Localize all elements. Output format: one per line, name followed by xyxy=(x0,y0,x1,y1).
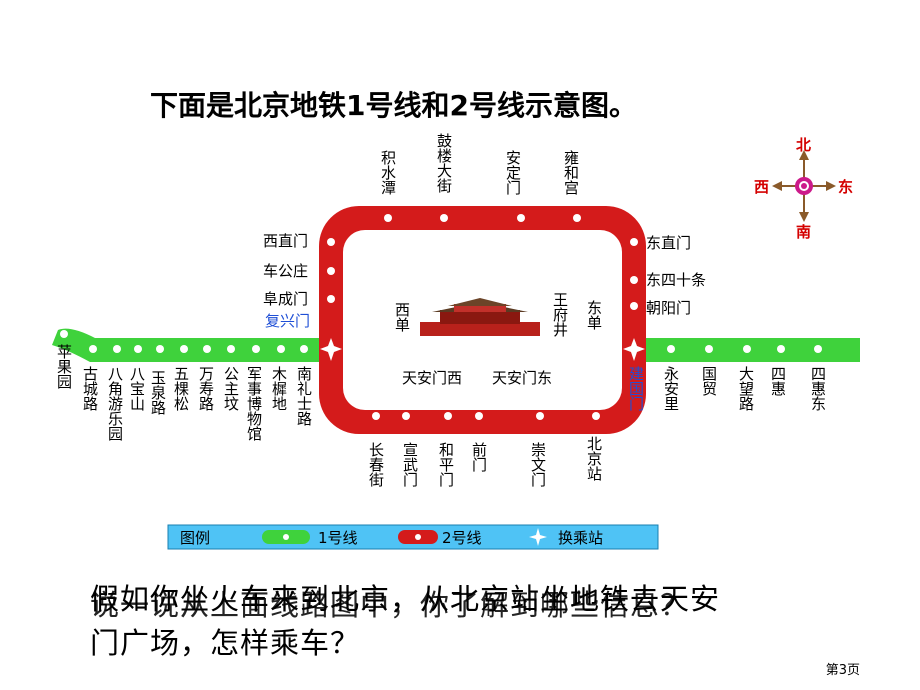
station-label: 五棵松 xyxy=(172,366,190,411)
station-label: 阜成门 xyxy=(263,290,308,308)
page-number: 第3页 xyxy=(825,663,860,678)
station-label: 和平门 xyxy=(437,442,455,488)
svg-text:南: 南 xyxy=(796,223,811,241)
station-label: 复兴门 xyxy=(265,312,310,330)
station-label: 建国门 xyxy=(627,366,645,412)
legend: 图例 1号线 2号线 换乘站 xyxy=(167,524,659,550)
page-title: 下面是北京地铁1号线和2号线示意图。 xyxy=(150,89,637,122)
station-label: 前门 xyxy=(470,442,488,473)
station-label: 崇文门 xyxy=(529,442,547,488)
station-label: 东四十条 xyxy=(646,271,706,289)
legend-title: 图例 xyxy=(180,529,210,547)
transfer-star-icon xyxy=(529,528,547,546)
station-label: 王府井 xyxy=(551,292,569,338)
station-label: 车公庄 xyxy=(263,262,308,280)
station-label: 四惠东 xyxy=(809,366,827,411)
station-label: 长春街 xyxy=(367,442,385,487)
station-label: 天安门东 xyxy=(492,369,552,387)
station-label: 军事博物馆 xyxy=(245,366,263,441)
station-label: 万寿路 xyxy=(197,366,215,411)
station-label: 玉泉路 xyxy=(149,370,167,415)
question-2: 说一说从上面线路图中，你了解到哪些信息？ xyxy=(90,588,691,622)
station-label: 西直门 xyxy=(263,232,308,250)
legend-transfer: 换乘站 xyxy=(558,529,603,547)
station-label: 西单 xyxy=(393,302,411,332)
station-label: 苹果园 xyxy=(55,344,73,389)
station-label: 八宝山 xyxy=(128,366,146,411)
legend-line1: 1号线 xyxy=(318,529,358,547)
station-label: 东直门 xyxy=(646,234,691,252)
svg-text:北: 北 xyxy=(796,136,811,154)
station-label: 宣武门 xyxy=(401,442,419,488)
transfer-star-icon xyxy=(320,338,645,361)
station-label: 天安门西 xyxy=(402,369,462,387)
station-label: 东单 xyxy=(585,300,603,330)
station-label: 南礼士路 xyxy=(295,366,313,426)
tiananmen-image xyxy=(420,298,540,336)
station-label: 北京站 xyxy=(585,436,603,481)
legend-line2: 2号线 xyxy=(442,529,482,547)
station-label: 木樨地 xyxy=(270,366,288,411)
compass-icon: 北 南 西 东 xyxy=(754,136,853,241)
station-label: 大望路 xyxy=(737,366,755,411)
station-label: 四惠 xyxy=(769,366,787,396)
station-label: 国贸 xyxy=(700,366,718,396)
station-label: 古城路 xyxy=(81,366,99,411)
station-label: 八角游乐园 xyxy=(106,366,124,441)
station-label: 雍和宫 xyxy=(562,150,580,195)
station-label: 永安里 xyxy=(662,366,680,411)
question-1-cont: 门广场，怎样乘车？ xyxy=(90,626,361,660)
station-label: 鼓楼大街 xyxy=(435,133,453,193)
svg-text:东: 东 xyxy=(838,178,853,196)
question-1: 假如你坐火车来到北京，从北京站坐地铁去天安 xyxy=(90,582,721,616)
station-label: 积水潭 xyxy=(379,150,397,195)
station-label: 安定门 xyxy=(504,150,522,196)
svg-text:西: 西 xyxy=(754,178,769,196)
station-label: 公主坟 xyxy=(222,366,240,411)
station-label: 朝阳门 xyxy=(646,299,691,317)
